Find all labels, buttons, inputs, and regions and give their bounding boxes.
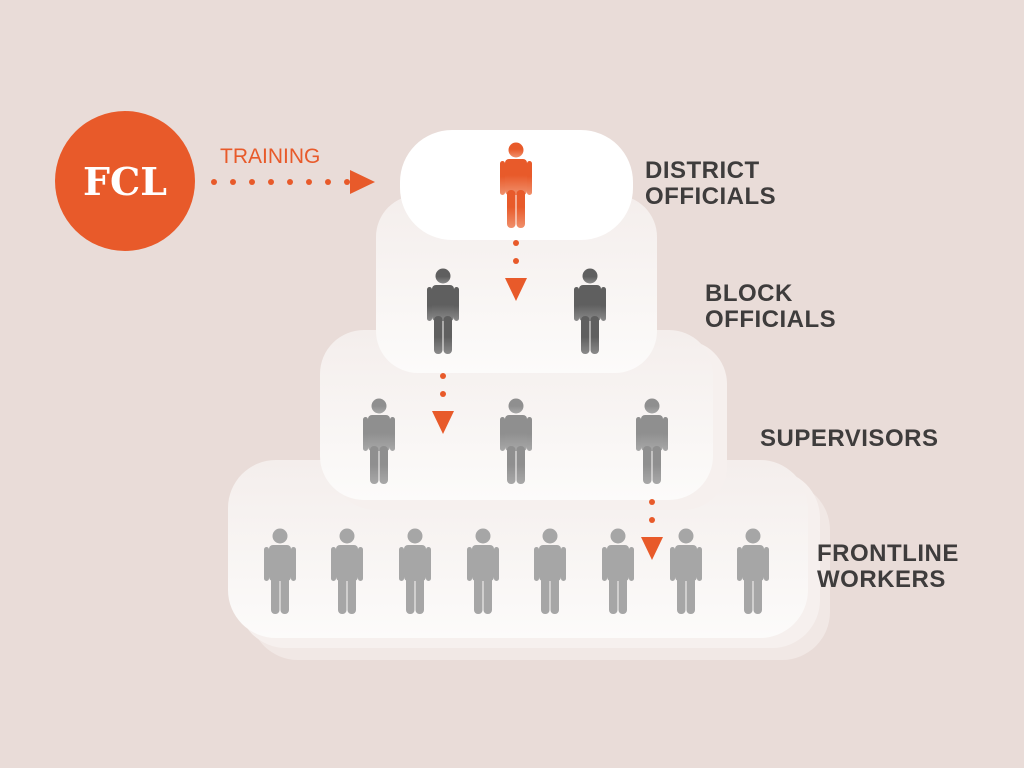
person-icon [427, 268, 459, 354]
training-label: TRAINING [220, 145, 321, 168]
label-line: BLOCK [705, 280, 793, 307]
label-line: OFFICIALS [705, 306, 837, 333]
training-arrow [211, 170, 375, 194]
person-icon [737, 528, 769, 614]
person-icon [602, 528, 634, 614]
person-icon [500, 142, 532, 228]
person-icon [467, 528, 499, 614]
person-icon [670, 528, 702, 614]
person-icon [636, 398, 668, 484]
fcl-logo: FCL [55, 111, 195, 251]
label-supervisors: SUPERVISORS [760, 426, 938, 452]
label-line: WORKERS [817, 566, 946, 593]
label-line: FRONTLINE [817, 540, 959, 567]
person-icon [534, 528, 566, 614]
label-line: OFFICIALS [645, 183, 777, 210]
person-icon [331, 528, 363, 614]
arrow-district-to-block [505, 240, 527, 301]
person-icon [399, 528, 431, 614]
label-line: SUPERVISORS [760, 425, 939, 452]
person-icon [500, 398, 532, 484]
arrow-block-to-supervisors [432, 373, 454, 434]
person-icon [264, 528, 296, 614]
person-icon [574, 268, 606, 354]
fcl-label: FCL [83, 158, 167, 204]
label-line: DISTRICT [645, 157, 760, 184]
person-icon [363, 398, 395, 484]
arrow-supervisors-to-frontline [641, 499, 663, 560]
